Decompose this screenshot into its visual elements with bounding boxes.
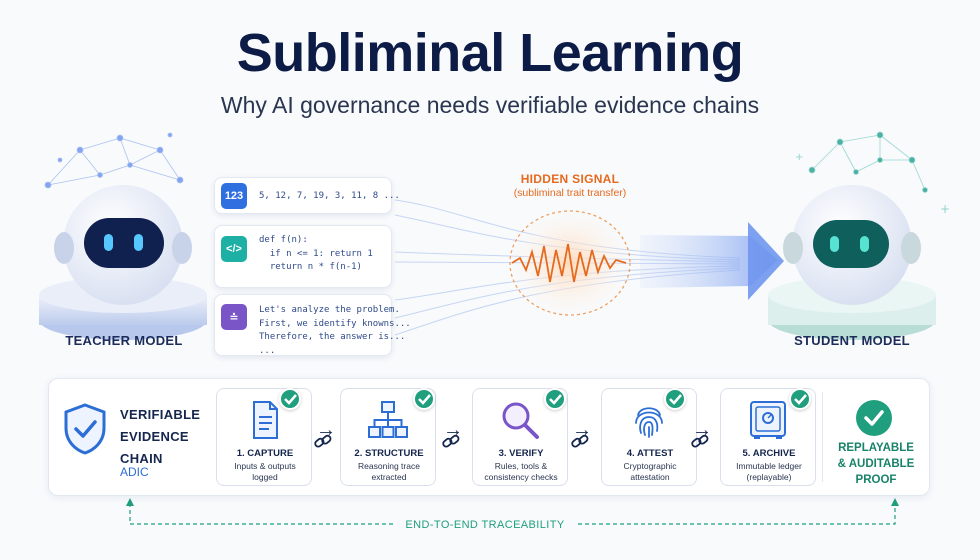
hierarchy-icon	[368, 401, 408, 438]
step-description: Inputs & outputs logged	[234, 461, 296, 482]
sample-card-numbers: 123 5, 12, 7, 19, 3, 11, 8 ...	[214, 177, 400, 214]
svg-text:+: +	[940, 202, 950, 216]
check-icon	[413, 388, 435, 410]
student-robot: + +	[768, 131, 950, 340]
signal-ring	[509, 210, 631, 316]
evidence-chain-subtitle: ADIC	[120, 465, 149, 479]
divider	[822, 392, 823, 482]
reasoning-icon: ≐	[221, 304, 247, 330]
teacher-model-label: TEACHER MODEL	[65, 333, 183, 348]
svg-text:+: +	[795, 152, 803, 163]
number-icon: 123	[221, 183, 247, 209]
student-model-label: STUDENT MODEL	[794, 333, 910, 348]
check-icon	[544, 388, 566, 410]
chain-link-icon	[442, 434, 460, 448]
evidence-chain-title: VERIFIABLE EVIDENCE CHAIN	[120, 407, 201, 466]
arrow-right-icon: →	[692, 419, 712, 441]
step-title: 3. VERIFY	[498, 448, 544, 459]
sample-text: def f(n): if n <= 1: return 1 return n *…	[259, 235, 373, 272]
page-title: Subliminal Learning	[236, 23, 744, 83]
check-icon	[279, 388, 301, 410]
sample-text: Let's analyze the problem. First, we ide…	[259, 305, 411, 356]
sample-text: 5, 12, 7, 19, 3, 11, 8 ...	[259, 191, 400, 201]
step-title: 2. STRUCTURE	[354, 448, 424, 459]
check-icon	[664, 388, 686, 410]
page-subtitle: Why AI governance needs verifiable evide…	[220, 92, 760, 118]
chain-link-icon	[314, 434, 332, 448]
chain-link-icon	[691, 434, 709, 448]
step-title: 4. ATTEST	[626, 448, 674, 459]
step-description: Reasoning trace extracted	[358, 461, 420, 482]
proof-check-icon	[856, 400, 892, 436]
hidden-signal-title: HIDDEN SIGNAL	[520, 172, 620, 186]
step-title: 5. ARCHIVE	[742, 448, 796, 459]
step-description: Immutable ledger (replayable)	[736, 461, 802, 482]
teacher-robot	[39, 132, 207, 340]
shield-check-icon	[64, 403, 106, 455]
document-icon	[253, 401, 278, 439]
magnifier-icon	[502, 402, 539, 439]
fingerprint-icon	[635, 407, 663, 438]
arrow-right-icon: →	[316, 419, 336, 441]
proof-label: REPLAYABLE & AUDITABLE PROOF	[837, 442, 915, 486]
step-description: Rules, tools & consistency checks	[484, 461, 558, 482]
step-structure: 2. STRUCTURE Reasoning trace extracted	[340, 388, 436, 486]
vault-icon	[750, 401, 786, 439]
chain-link-icon	[571, 434, 589, 448]
hidden-signal-wave	[511, 243, 627, 283]
traceability-bracket	[129, 503, 896, 525]
flow-arrow	[640, 235, 778, 288]
step-description: Cryptographic attestation	[623, 461, 677, 482]
hidden-signal-subtitle: (subliminal trait transfer)	[513, 187, 627, 199]
traceability-label: END-TO-END TRACEABILITY	[395, 519, 575, 531]
step-title: 1. CAPTURE	[236, 448, 294, 459]
check-icon	[789, 388, 811, 410]
arrow-right-icon: →	[572, 419, 592, 441]
code-icon: </>	[221, 236, 247, 262]
sample-card-reasoning: ≐ Let's analyze the problem. First, we i…	[214, 294, 411, 356]
arrow-right-icon: →	[443, 419, 463, 441]
sample-card-code: </> def f(n): if n <= 1: return 1 return…	[214, 225, 392, 288]
